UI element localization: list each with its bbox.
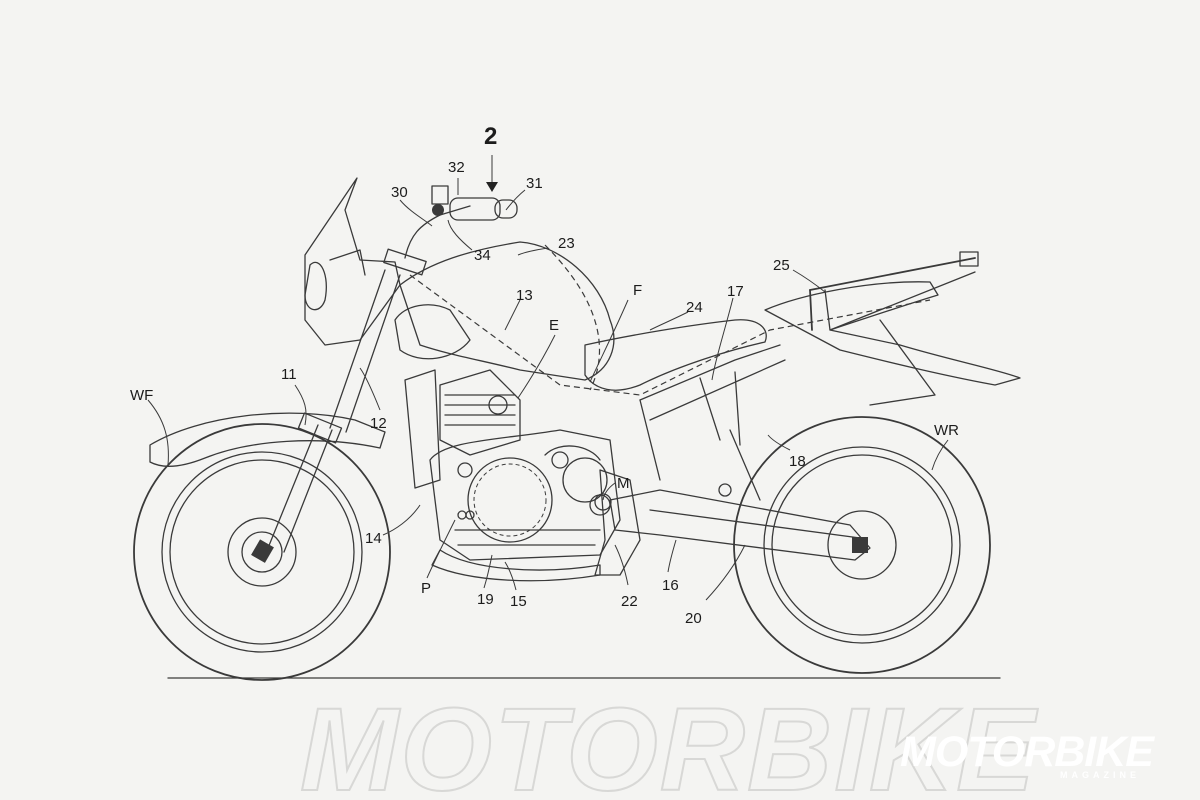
front-fairing [304, 177, 401, 346]
label-13: 13 [516, 287, 533, 304]
handlebar [404, 185, 518, 259]
label-34: 34 [474, 247, 491, 264]
rear-frame [639, 344, 786, 481]
engine [429, 369, 621, 561]
leader-lines [147, 155, 949, 601]
seat [584, 319, 767, 391]
label-e: E [549, 317, 559, 334]
skid-plate [431, 549, 601, 582]
label-20: 20 [685, 610, 702, 627]
label-f: F [633, 282, 642, 299]
label-17: 17 [727, 283, 744, 300]
label-14: 14 [365, 530, 382, 547]
label-22: 22 [621, 593, 638, 610]
label-19: 19 [477, 591, 494, 608]
label-18: 18 [789, 453, 806, 470]
logo-sub-text: MAGAZINE [1060, 770, 1140, 780]
label-wr: WR [934, 422, 959, 439]
label-32: 32 [448, 159, 465, 176]
radiator [404, 369, 441, 489]
background-watermark: MOTORBIKE [300, 684, 1038, 800]
fuel-tank [399, 241, 615, 381]
luggage-rack [809, 251, 979, 331]
label-wf: WF [130, 387, 153, 404]
label-2: 2 [484, 123, 497, 150]
label-30: 30 [391, 184, 408, 201]
main-frame-dashed [409, 274, 931, 396]
label-15: 15 [510, 593, 527, 610]
footrest-bracket [594, 469, 641, 576]
swingarm [609, 489, 871, 561]
label-25: 25 [773, 257, 790, 274]
label-p: P [421, 580, 431, 597]
rear-wheel [733, 416, 991, 674]
label-16: 16 [662, 577, 679, 594]
front-wheel [133, 423, 391, 681]
front-fender [149, 412, 386, 468]
label-23: 23 [558, 235, 575, 252]
label-m: M [617, 475, 630, 492]
label-24: 24 [686, 299, 703, 316]
front-fork [267, 248, 427, 553]
label-11: 11 [281, 366, 297, 383]
motorbike-magazine-logo: MOTORBIKE MAGAZINE [900, 728, 1156, 780]
rear-cowl [764, 281, 1021, 386]
logo-main-text: MOTORBIKE [900, 728, 1155, 776]
label-12: 12 [370, 415, 387, 432]
label-31: 31 [526, 175, 543, 192]
rear-shock [729, 429, 761, 501]
